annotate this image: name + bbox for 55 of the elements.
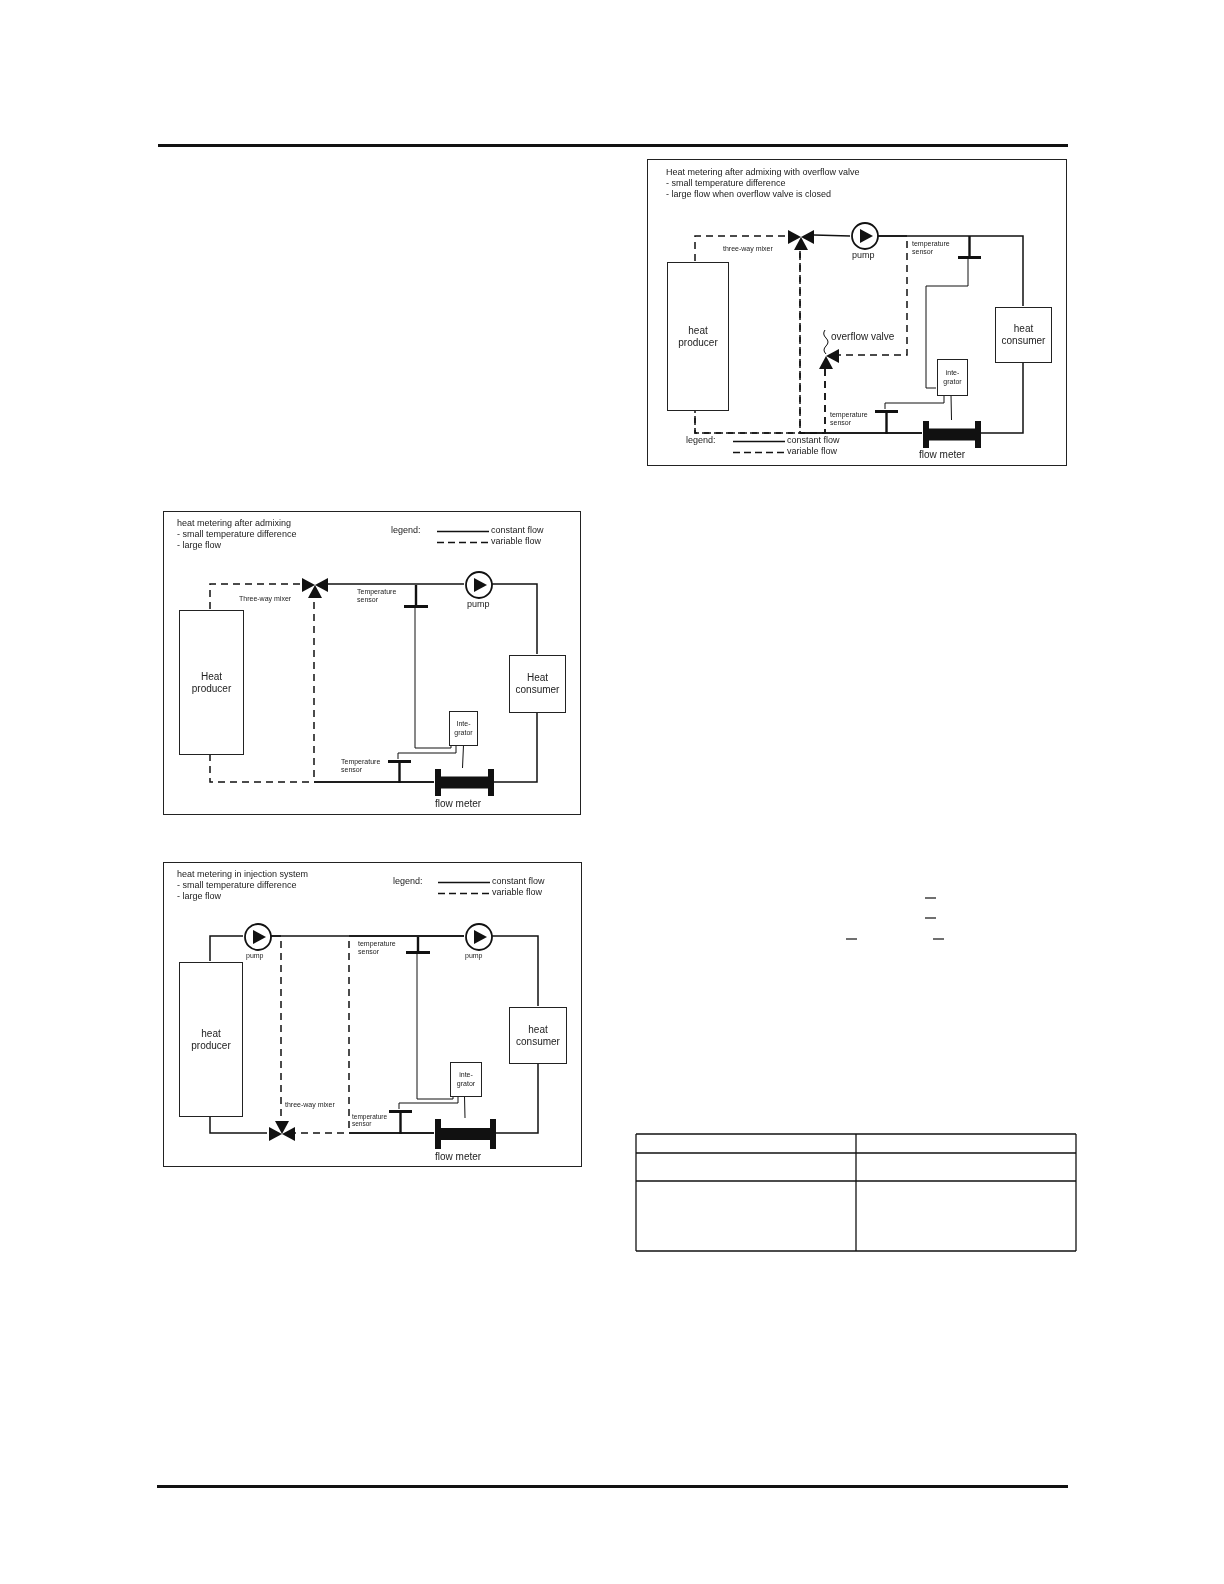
pipe-line: [799, 249, 826, 434]
bullet-text: - small temperature difference: [177, 529, 297, 540]
signal-wire: [462, 744, 464, 769]
legend-text: constant flow: [787, 435, 840, 446]
legend-text: constant flow: [491, 525, 544, 536]
bullet-text: - small temperature difference: [177, 880, 297, 891]
pipe-line: [270, 935, 465, 937]
signal-wire: [414, 606, 452, 749]
pipe-line: [813, 234, 851, 237]
component-label: flow meter: [435, 1151, 483, 1162]
pipe-line: [209, 583, 301, 610]
diagram-heading: heat metering in injection system: [177, 869, 309, 880]
component-label: pump: [467, 600, 491, 610]
component-label: flow meter: [435, 798, 483, 809]
signal-wire: [950, 394, 952, 421]
legend-text: variable flow: [787, 446, 838, 457]
legend-heading: legend:: [686, 435, 716, 446]
heat-consumer-box: Heat consumer: [509, 655, 566, 713]
pipe-line: [492, 711, 538, 783]
diagram-panel: [163, 862, 582, 1167]
bullet-text: - large flow: [177, 891, 221, 902]
signal-wire: [464, 1095, 466, 1119]
heat-producer-box: heat producer: [667, 262, 729, 411]
signal-wire: [925, 257, 969, 389]
diagram-heading: Heat metering after admixing with overflow valve: [666, 167, 860, 178]
pipe-line: [979, 361, 1024, 434]
diagram-panel: [647, 159, 1067, 466]
signal-wire: [397, 744, 457, 760]
heat-producer-box: Heat producer: [179, 610, 244, 755]
signal-wire: [884, 394, 945, 410]
heat-consumer-box: heat consumer: [509, 1007, 567, 1064]
pipe-line: [491, 935, 539, 1007]
legend-text: variable flow: [491, 536, 542, 547]
signal-wire: [398, 1095, 459, 1110]
pipe-line: [209, 1115, 268, 1134]
pipe-line: [494, 1062, 539, 1134]
legend-text: variable flow: [492, 887, 543, 898]
signal-wire: [416, 952, 454, 1100]
legend-heading: legend:: [391, 525, 421, 536]
heat-consumer-box: heat consumer: [995, 307, 1052, 363]
bullet-text: - large flow when overflow valve is closed: [666, 189, 832, 200]
bullet-text: - large flow: [177, 540, 221, 551]
pipe-line: [694, 235, 787, 262]
bullet-text: - small temperature difference: [666, 178, 786, 189]
pipe-line: [327, 583, 465, 585]
heat-producer-box: heat producer: [179, 962, 243, 1117]
pipe-line: [491, 583, 538, 655]
legend-text: constant flow: [492, 876, 545, 887]
pipe-line: [209, 935, 244, 962]
component-label: flow meter: [919, 449, 967, 460]
component-label: overflow valve: [831, 331, 896, 342]
component-label: pump: [852, 251, 876, 261]
diagram-heading: heat metering after admixing: [177, 518, 292, 529]
legend-heading: legend:: [393, 876, 423, 887]
diagram-panel: [163, 511, 581, 815]
